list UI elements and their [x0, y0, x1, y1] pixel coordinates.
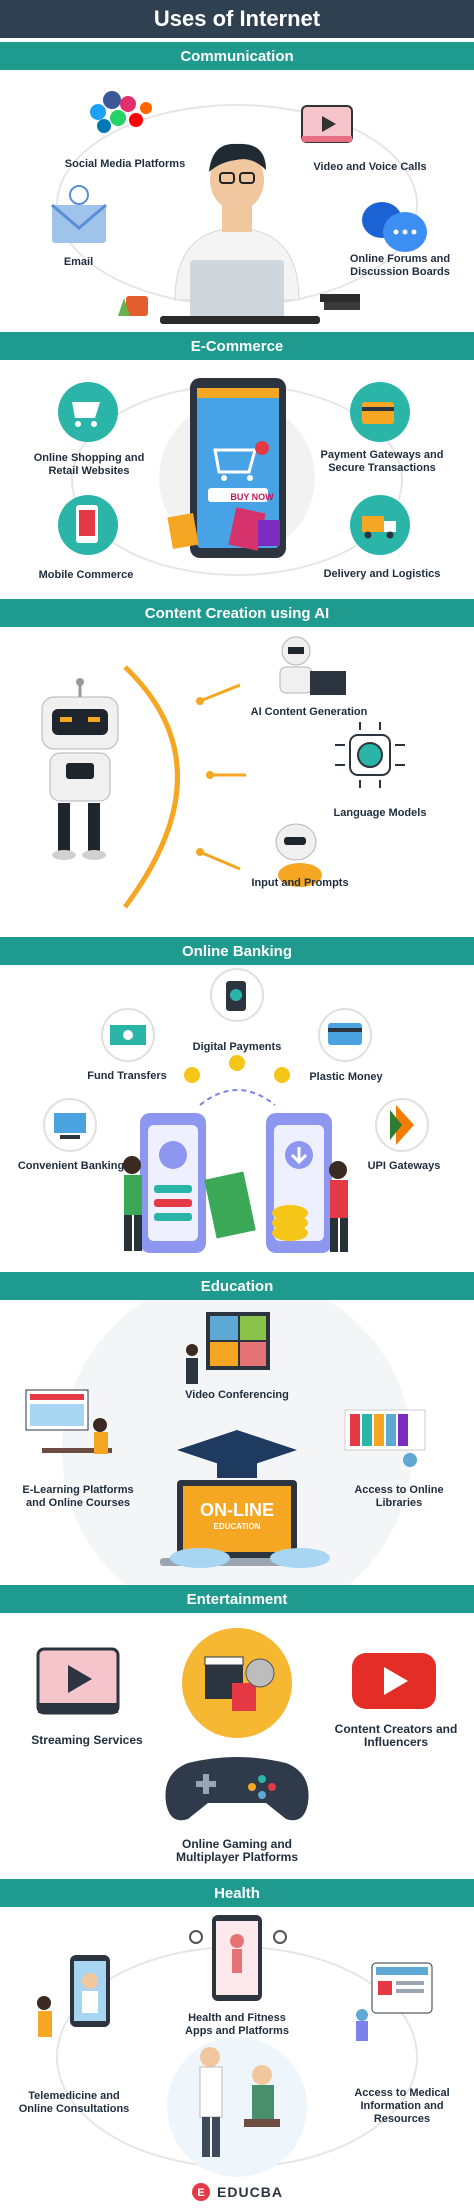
forum-icon [362, 202, 427, 252]
item-social-media: Social Media Platforms [64, 158, 186, 170]
ai-illustration [41, 636, 405, 909]
section-heading-content-creation: Content Creation using AI [0, 599, 474, 627]
item-plastic-money: Plastic Money [309, 1071, 383, 1083]
item-input-prompts: Input and Prompts [251, 877, 349, 889]
section-heading-communication: Communication [0, 42, 474, 70]
upi-gateway-icon [375, 1098, 429, 1152]
item-video-conferencing: Video Conferencing [185, 1389, 289, 1401]
video-call-icon [301, 105, 353, 143]
section-heading-health: Health [0, 1879, 474, 1907]
item-mobile-commerce: Mobile Commerce [38, 569, 134, 581]
educba-logo-icon: E [192, 2182, 211, 2201]
payment-gateway-icon [350, 382, 410, 442]
doctor-patient-illustration [167, 2037, 307, 2177]
movie-clapper-icon [182, 1628, 292, 1738]
robot-icon [41, 678, 119, 860]
item-upi-gateways: UPI Gateways [367, 1160, 441, 1172]
youtube-icon [352, 1653, 436, 1709]
ecommerce-illustration [58, 378, 410, 576]
item-email: Email [63, 256, 94, 268]
social-media-icon [90, 91, 152, 133]
fund-transfer-icon [101, 1008, 155, 1062]
email-icon [51, 185, 107, 243]
item-fitness-apps: Health and Fitness Apps and Platforms [185, 2012, 289, 2037]
item-medical-info: Access to Medical Information and Resour… [354, 2087, 450, 2125]
medical-info-icon [356, 1962, 433, 2041]
library-icon [344, 1409, 426, 1467]
health-illustration [37, 1915, 433, 2177]
telemedicine-icon [37, 1955, 110, 2037]
plastic-money-icon [318, 1008, 372, 1062]
buy-now-badge: BUY NOW [230, 492, 274, 502]
delivery-truck-icon [350, 495, 410, 555]
footer: E EDUCBA [0, 2174, 474, 2209]
ai-content-icon [279, 636, 346, 695]
section-heading-education: Education [0, 1272, 474, 1300]
banking-illustration [43, 968, 429, 1253]
item-delivery-logistics: Delivery and Logistics [323, 568, 441, 580]
item-ai-content: AI Content Generation [250, 706, 368, 718]
laptop-screen-subtext: EDUCATION [213, 1522, 261, 1531]
elearning-icon [25, 1389, 112, 1454]
input-prompt-icon [275, 823, 322, 887]
item-online-libraries: Access to Online Libraries [354, 1484, 444, 1509]
laptop-screen-text: ON-LINE [200, 1500, 274, 1520]
game-controller-icon [165, 1757, 309, 1821]
item-streaming: Streaming Services [31, 1733, 143, 1747]
phone-left [140, 1113, 206, 1253]
item-video-calls: Video and Voice Calls [313, 161, 427, 173]
section-heading-banking: Online Banking [0, 937, 474, 965]
convenient-banking-icon [43, 1098, 97, 1152]
language-model-icon [335, 722, 405, 788]
streaming-icon [36, 1647, 120, 1715]
entertainment-illustration [36, 1628, 436, 1821]
item-elearning: E-Learning Platforms and Online Courses [22, 1484, 134, 1509]
section-heading-entertainment: Entertainment [0, 1585, 474, 1613]
digital-payment-icon [210, 968, 264, 1022]
item-convenient-banking: Convenient Banking [17, 1160, 125, 1172]
item-language-models: Language Models [333, 807, 427, 819]
shopping-cart-icon [58, 382, 118, 442]
item-fund-transfers: Fund Transfers [87, 1070, 167, 1082]
item-content-creators: Content Creators and Influencers [334, 1722, 458, 1749]
mobile-commerce-icon [58, 495, 118, 555]
item-online-gaming: Online Gaming and Multiplayer Platforms [175, 1837, 299, 1864]
person-laptop-illustration [118, 143, 360, 324]
page-title: Uses of Internet [0, 0, 474, 38]
educba-logo: E EDUCBA [181, 2179, 293, 2204]
person-left [123, 1156, 142, 1251]
item-digital-payments: Digital Payments [192, 1041, 282, 1053]
svg-text:E: E [197, 2187, 204, 2199]
item-telemedicine: Telemedicine and Online Consultations [18, 2090, 130, 2115]
fitness-app-icon [189, 1915, 287, 2001]
item-payment-gateways: Payment Gateways and Secure Transactions [320, 449, 444, 474]
section-heading-ecommerce: E-Commerce [0, 332, 474, 360]
education-illustration [25, 1300, 426, 1588]
communication-illustration [51, 91, 427, 324]
item-forums: Online Forums and Discussion Boards [349, 253, 451, 278]
graduation-cap-icon [177, 1430, 297, 1478]
person-right [329, 1161, 348, 1252]
item-online-shopping: Online Shopping and Retail Websites [33, 452, 145, 477]
laptop-icon [160, 1480, 314, 1566]
video-conference-icon [186, 1312, 270, 1384]
educba-logo-text: EDUCBA [217, 2183, 283, 2200]
